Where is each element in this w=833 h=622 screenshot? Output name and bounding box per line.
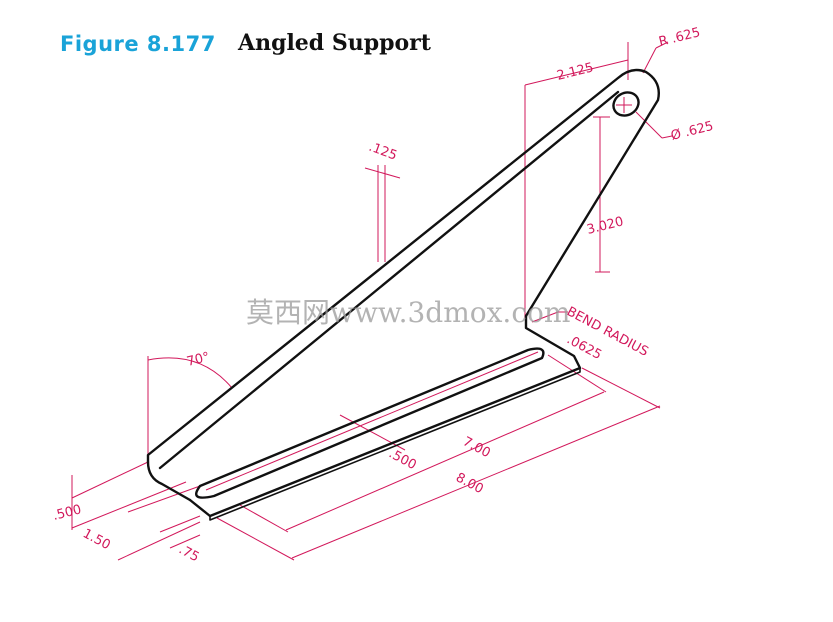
dim-700: 7.00 [460,434,493,461]
dim-125: .125 [367,140,399,164]
dim-500-edge: .500 [51,502,83,524]
dim-150: 1.50 [80,526,113,553]
dim-75: .75 [176,542,201,565]
dim-3020: 3.020 [585,214,625,238]
watermark: 莫西网www.3dmox.com [246,296,570,329]
figure-title: Angled Support [238,30,431,56]
dim-angle: 70° [185,350,211,370]
dim-radius: R .625 [657,25,702,50]
dim-800: 8.00 [453,470,486,497]
dim-500-slot: .500 [386,446,419,473]
dim-2125: 2.125 [555,60,595,84]
dim-hole-diameter: Ø .625 [669,119,715,144]
bend-radius-value: .0625 [564,332,604,363]
dimension-lines [71,41,673,561]
part-outline [146,68,660,521]
figure-number: Figure 8.177 [60,32,216,56]
